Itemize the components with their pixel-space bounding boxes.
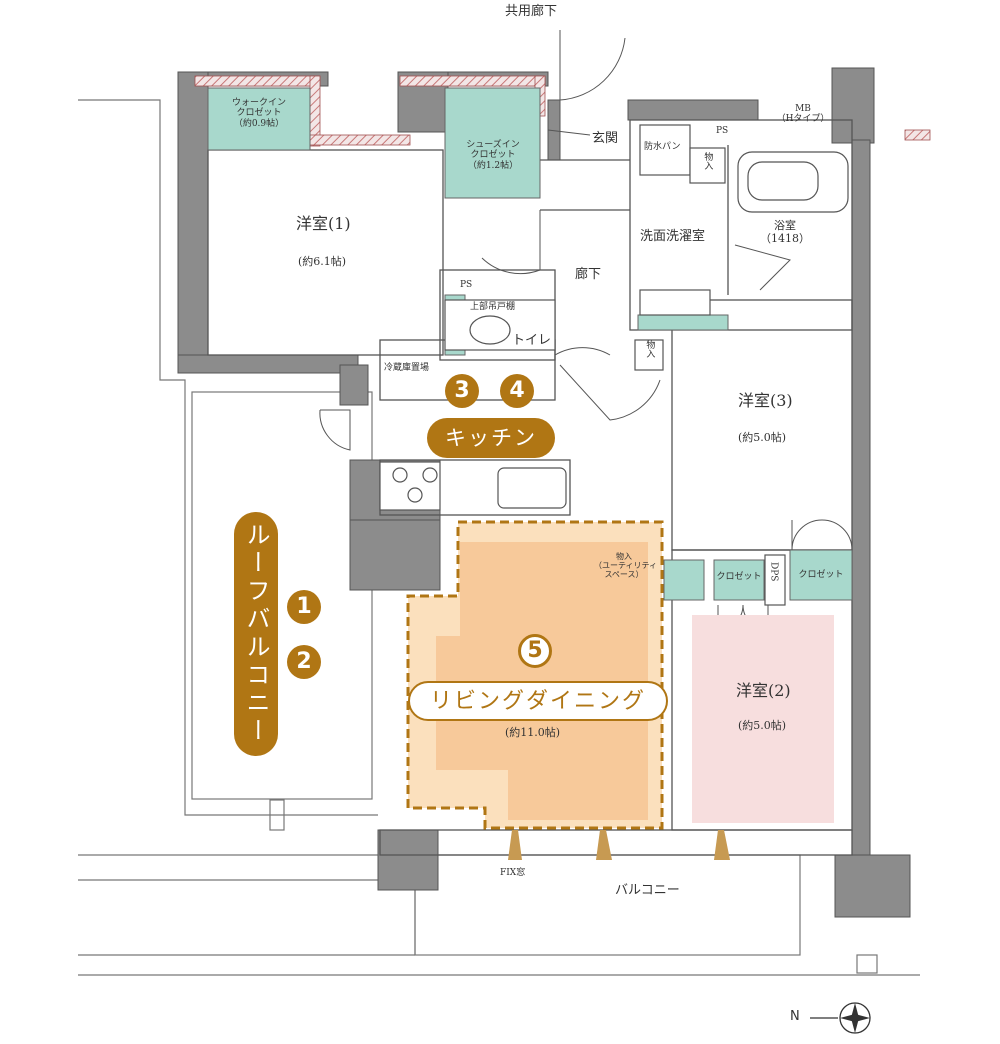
dps-label: DPS [768,562,779,582]
ps-toilet-label: PS [460,280,473,290]
window-vents [508,830,730,860]
room2-size-label: (約5.0帖) [738,719,787,732]
washroom-label: 洗面洗濯室 [640,229,706,244]
room3-label: 洋室(3) [738,391,793,410]
bedroom2-area [692,615,834,823]
room1-size-label: (約6.1帖) [298,255,347,268]
closet-b-label: クロゼット [798,570,844,580]
roof-balcony-outline [78,99,920,976]
badge-4: 4 [500,374,534,408]
storage-small-1-label: 物入 [702,152,713,170]
room3-size-label: (約5.0帖) [738,431,787,444]
badge-3: 3 [445,374,479,408]
walkin-closet-label: ウォークイン クロゼット （約0.9帖） [231,98,286,129]
room1-label: 洋室(1) [296,214,351,233]
shared-corridor-label: 共用廊下 [505,4,558,19]
badge-5: 5 [518,634,552,668]
shoes-closet-label: シューズイン クロゼット （約1.2帖） [466,140,520,171]
living-dining-pill: リビングダイニング [408,681,668,721]
entrance-label: 玄関 [592,131,619,146]
toilet-label: トイレ [512,333,552,348]
closet-a-label: クロゼット [716,572,762,582]
mb-label: MB （Hタイプ） [776,104,830,125]
balcony-area [414,854,878,974]
hallway-label: 廊下 [575,267,602,282]
living-size-label: (約11.0帖) [505,726,561,739]
door-swings [319,30,853,631]
upper-shelf-label: 上部吊戸棚 [470,302,516,312]
badge-2: 2 [287,645,321,679]
interior-lines [207,119,853,856]
fix-window-label: FIX窓 [500,868,526,878]
compass-icon [810,1002,871,1034]
room2-label: 洋室(2) [736,681,791,700]
fridge-label: 冷蔵庫置場 [384,363,430,373]
kitchen-pill: キッチン [427,418,555,458]
storage-areas [207,87,853,601]
storage-small-2-label: 物入 [644,340,655,358]
waterproof-pan-label: 防水パン [644,142,681,152]
north-label: N [790,1009,800,1024]
roof-balcony-pill: ルーフバルコニー [234,512,278,756]
utility-storage-label: 物入 （ユーティリティ スペース） [594,552,658,580]
bath-label: 浴室 （1418） [760,219,810,245]
badge-1: 1 [287,590,321,624]
ps-top-label: PS [716,126,729,136]
balcony-label: バルコニー [615,883,680,898]
fixtures [379,124,849,606]
